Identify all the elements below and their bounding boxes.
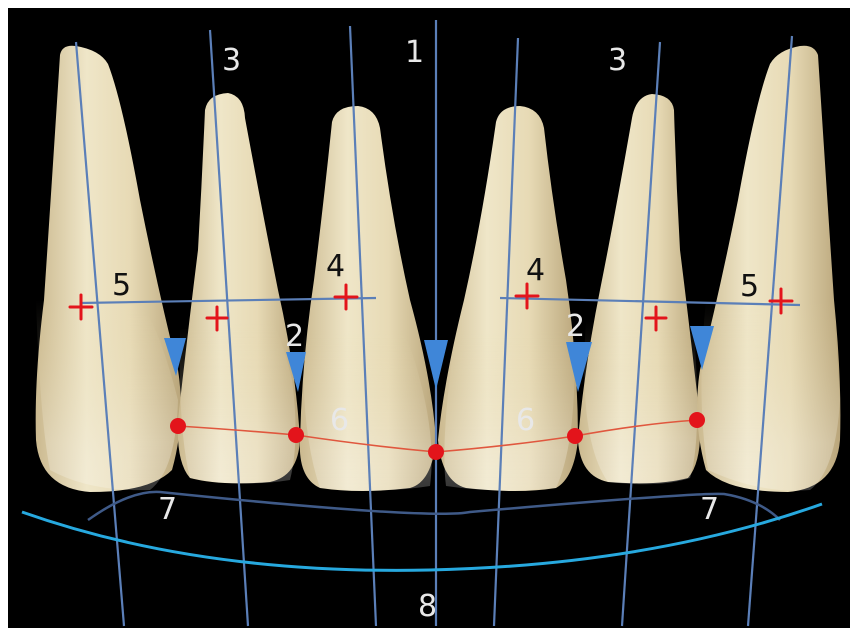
contact-point — [567, 428, 583, 444]
label-7-left: 7 — [158, 492, 177, 527]
contact-point — [689, 412, 705, 428]
label-5-right: 5 — [740, 269, 759, 304]
label-3-left: 3 — [222, 43, 241, 78]
label-6-right: 6 — [516, 403, 535, 438]
contact-point — [288, 427, 304, 443]
label-3-right: 3 — [608, 43, 627, 78]
label-6-left: 6 — [330, 403, 349, 438]
label-2-right: 2 — [566, 309, 585, 344]
label-4-left: 4 — [326, 249, 345, 284]
label-5-left: 5 — [112, 268, 131, 303]
label-8: 8 — [418, 589, 437, 624]
label-1: 1 — [405, 35, 424, 70]
contact-point — [170, 418, 186, 434]
label-4-right: 4 — [526, 253, 545, 288]
label-2-left: 2 — [285, 319, 304, 354]
label-7-right: 7 — [700, 492, 719, 527]
contact-point — [428, 444, 444, 460]
